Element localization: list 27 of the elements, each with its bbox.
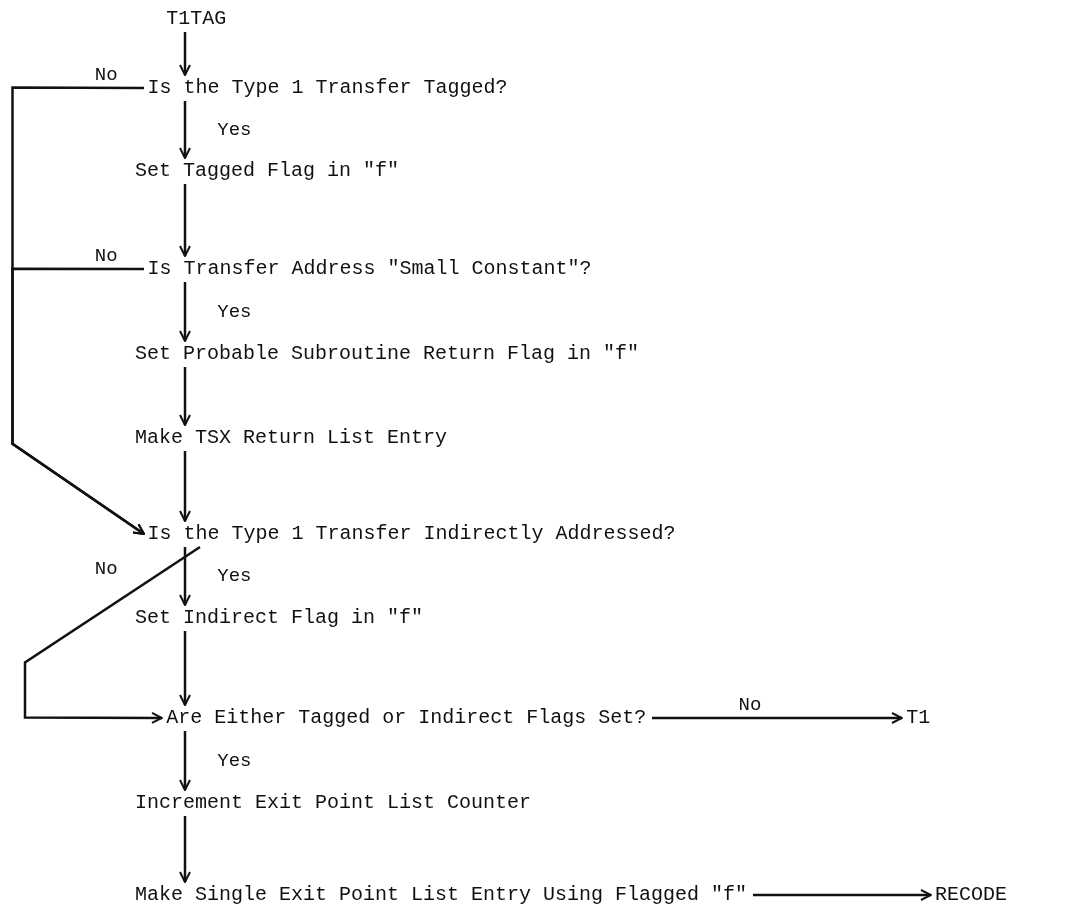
step-text: Are Either Tagged or Indirect Flags Set? — [166, 705, 647, 730]
step-text: Is Transfer Address "Small Constant"? — [147, 256, 592, 281]
arrow — [179, 184, 191, 257]
step-text: Is the Type 1 Transfer Indirectly Addressed? — [147, 521, 676, 546]
arrow — [179, 101, 191, 159]
step-text: Set Tagged Flag in "f" — [135, 159, 400, 184]
arrow — [179, 631, 191, 706]
step-text: T1 — [906, 705, 931, 730]
arrow — [179, 547, 191, 606]
step-text: Increment Exit Point List Counter — [135, 790, 532, 815]
arrow — [179, 816, 191, 883]
arrow — [179, 282, 191, 342]
arrow — [11, 267, 145, 536]
step-text: Make TSX Return List Entry — [135, 425, 448, 450]
step-text: Set Indirect Flag in "f" — [135, 605, 424, 630]
arrow — [23, 545, 201, 724]
arrow — [753, 889, 932, 901]
arrow — [179, 32, 191, 76]
step-text: T1TAG — [166, 6, 227, 31]
step-text: Make Single Exit Point List Entry Using Flagged "f" — [135, 883, 748, 907]
step-text: RECODE — [935, 883, 1007, 907]
arrow — [652, 712, 903, 724]
arrow — [179, 451, 191, 522]
step-text: Set Probable Subroutine Return Flag in "f" — [135, 341, 640, 366]
arrow — [179, 367, 191, 426]
step-text: Is the Type 1 Transfer Tagged? — [147, 75, 508, 100]
arrow — [179, 731, 191, 791]
